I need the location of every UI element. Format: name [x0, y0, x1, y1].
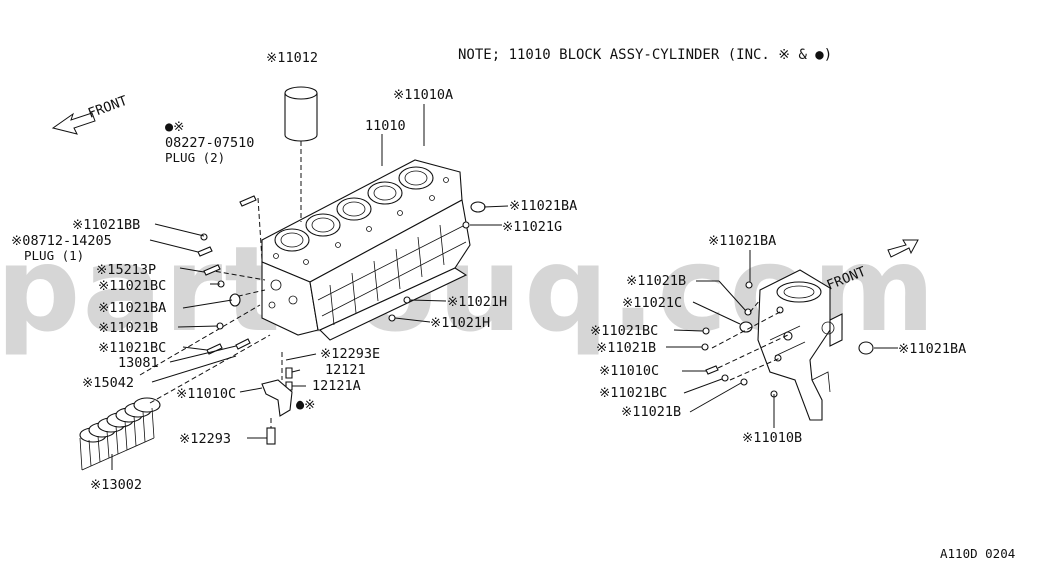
- label-r-11010B: ※11010B: [742, 430, 802, 446]
- label-r-11021BC-1: ※11021BC: [590, 323, 658, 339]
- label-r-11021B-2: ※11021B: [596, 340, 656, 356]
- labels-right: ※11021BA ※11021B ※11021C ※11021BC ※11021…: [590, 233, 966, 446]
- label-r-11021C: ※11021C: [622, 295, 682, 311]
- label-11021H-2: ※11021H: [430, 315, 490, 331]
- label-13002: ※13002: [90, 477, 142, 493]
- label-11012: ※11012: [266, 50, 318, 66]
- label-plug2-mark: ●※: [165, 119, 184, 135]
- small-parts-left: [197, 195, 486, 408]
- label-plug2-part: 08227-07510: [165, 135, 254, 151]
- front-label-left: FRONT: [86, 93, 130, 122]
- label-12293: ※12293: [179, 431, 231, 447]
- bearing-stack-13002: [79, 397, 161, 471]
- label-11021BA-2: ※11021BA: [509, 198, 577, 214]
- label-15213P: ※15213P: [96, 262, 156, 278]
- label-11021G: ※11021G: [502, 219, 562, 235]
- label-r-11021B-1: ※11021B: [626, 273, 686, 289]
- label-08712: ※08712-14205: [11, 233, 112, 249]
- cylinder-liner-11012: [284, 86, 318, 222]
- label-11021B-1: ※11021B: [98, 320, 158, 336]
- figure-code: A110D 0204: [940, 546, 1015, 561]
- label-15042: ※15042: [82, 375, 134, 391]
- leader-lines-left: [111, 104, 509, 470]
- label-11010C-1: ※11010C: [176, 386, 236, 402]
- labels-left: ※11012 ※11010A 11010 ●※ 08227-07510 PLUG…: [11, 50, 577, 493]
- label-11021BC-1: ※11021BC: [98, 278, 166, 294]
- label-12121A: 12121A: [312, 378, 361, 394]
- label-11010: 11010: [365, 118, 406, 134]
- label-r-11010C: ※11010C: [599, 363, 659, 379]
- label-plug1-name: PLUG (1): [24, 248, 84, 263]
- label-11021BB: ※11021BB: [72, 217, 140, 233]
- note-text: NOTE; 11010 BLOCK ASSY-CYLINDER (INC. ※ …: [458, 47, 832, 63]
- label-r-11021BA-top: ※11021BA: [708, 233, 776, 249]
- label-13081: 13081: [118, 355, 159, 371]
- leader-lines-right: [666, 250, 898, 428]
- label-12293E: ※12293E: [320, 346, 380, 362]
- label-r-11021BC-2: ※11021BC: [599, 385, 667, 401]
- label-dot-mark: ●※: [296, 397, 315, 413]
- label-11021BC-2: ※11021BC: [98, 340, 166, 356]
- label-plug2-name: PLUG (2): [165, 150, 225, 165]
- label-11010A: ※11010A: [393, 87, 453, 103]
- label-r-11021BA-right: ※11021BA: [898, 341, 966, 357]
- cylinder-block-right: [701, 269, 874, 421]
- cylinder-block-left: [261, 159, 471, 341]
- oil-jet-12293: [261, 352, 293, 445]
- guide-lines-left: [139, 197, 271, 404]
- label-12121: 12121: [325, 362, 366, 378]
- front-arrow-left: FRONT: [51, 93, 130, 135]
- label-r-11021B-3: ※11021B: [621, 404, 681, 420]
- label-11021H-1: ※11021H: [447, 294, 507, 310]
- label-11021BA-1: ※11021BA: [98, 300, 166, 316]
